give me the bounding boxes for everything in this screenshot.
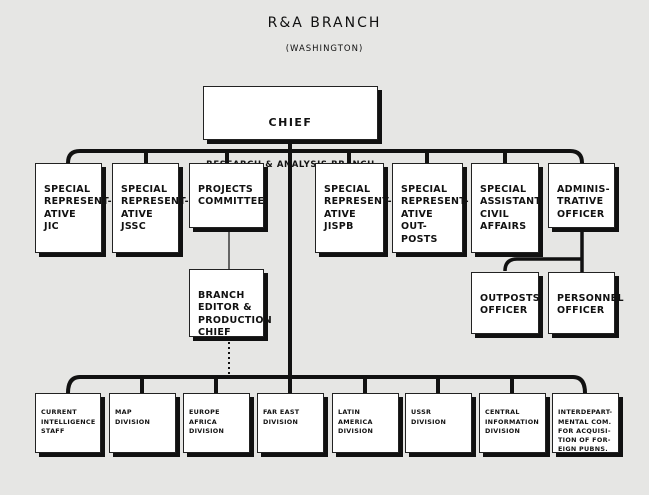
chart-subtitle: (WASHINGTON) (285, 44, 364, 54)
node-label: SPECIAL REPRESENT- ATIVE OUT- POSTS (401, 183, 469, 245)
node-label: ADMINIS- TRATIVE OFFICER (557, 183, 610, 220)
node-label: SPECIAL ASSISTANT CIVIL AFFAIRS (480, 183, 542, 233)
node-label: BRANCH EDITOR & PRODUCTION CHIEF (198, 289, 272, 339)
chart-title: R&A BRANCH (267, 15, 382, 31)
node-branch-editor: BRANCH EDITOR & PRODUCTION CHIEF (189, 269, 272, 339)
admin-to-outposts (503, 257, 582, 272)
node-label: USSR DIVISION (411, 408, 447, 426)
node-outposts-officer: OUTPOSTS OFFICER (471, 272, 540, 334)
node-far-east-division: FAR EAST DIVISION (257, 393, 324, 453)
lower-bus-left (66, 375, 290, 394)
node-central-information-division: CENTRAL INFORMATION DIVISION (479, 393, 546, 453)
lower-bus-right (290, 375, 587, 394)
node-latin-america-division: LATIN AMERICA DIVISION (332, 393, 399, 453)
upper-bus-right (290, 149, 584, 164)
chief-title: CHIEF (268, 116, 313, 130)
node-special-rep-jssc: SPECIAL REPRESENT- ATIVE JSSC (112, 163, 189, 253)
node-label: EUROPE AFRICA DIVISION (189, 408, 225, 435)
node-personnel-officer: PERSONNEL OFFICER (548, 272, 624, 334)
node-label: SPECIAL REPRESENT- ATIVE JISPB (324, 183, 392, 233)
upper-bus-left (66, 149, 290, 164)
node-label: OUTPOSTS OFFICER (480, 292, 540, 317)
node-projects-committee: PROJECTS COMMITTEE (189, 163, 264, 228)
node-label: SPECIAL REPRESENT- ATIVE JSSC (121, 183, 189, 233)
node-current-intelligence-staff: CURRENT INTELLIGENCE STAFF (35, 393, 101, 453)
node-label: CENTRAL INFORMATION DIVISION (485, 408, 540, 435)
node-special-rep-jic: SPECIAL REPRESENT- ATIVE JIC (35, 163, 112, 253)
node-label: LATIN AMERICA DIVISION (338, 408, 374, 435)
node-label: PERSONNEL OFFICER (557, 292, 624, 317)
node-label: INTERDEPART- MENTAL COM. FOR ACQUISI- TI… (558, 408, 613, 454)
node-special-rep-outposts: SPECIAL REPRESENT- ATIVE OUT- POSTS (392, 163, 469, 253)
node-map-division: MAP DIVISION (109, 393, 176, 453)
node-ussr-division: USSR DIVISION (405, 393, 472, 453)
node-label: SPECIAL REPRESENT- ATIVE JIC (44, 183, 112, 233)
node-administrative-officer: ADMINIS- TRATIVE OFFICER (548, 163, 615, 228)
node-interdepartmental-committee: INTERDEPART- MENTAL COM. FOR ACQUISI- TI… (552, 393, 619, 453)
node-special-rep-jispb: SPECIAL REPRESENT- ATIVE JISPB (315, 163, 392, 253)
node-label: CURRENT INTELLIGENCE STAFF (41, 408, 96, 435)
node-chief: CHIEF RESEARCH & ANALYSIS BRANCH (203, 86, 378, 170)
node-special-assistant-civil-affairs: SPECIAL ASSISTANT CIVIL AFFAIRS (471, 163, 542, 253)
node-europe-africa-division: EUROPE AFRICA DIVISION (183, 393, 250, 453)
node-label: FAR EAST DIVISION (263, 408, 300, 426)
node-label: MAP DIVISION (115, 408, 151, 426)
node-label: PROJECTS COMMITTEE (198, 183, 265, 208)
